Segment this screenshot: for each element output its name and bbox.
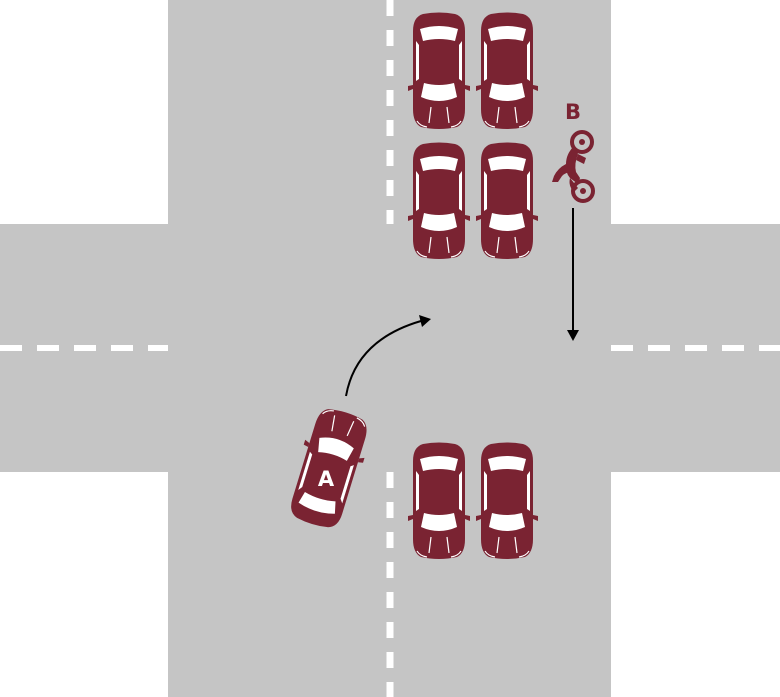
car-a-path-arrow bbox=[345, 315, 431, 397]
motorcycle-b: B bbox=[552, 100, 595, 203]
motorcycle-b-path-arrow bbox=[567, 208, 579, 341]
motorcycle-icon bbox=[552, 130, 595, 203]
parked-car bbox=[407, 441, 471, 560]
motorcycle-b-label: B bbox=[565, 100, 581, 124]
parked-car bbox=[407, 141, 471, 260]
parked-car bbox=[407, 11, 471, 130]
parked-car bbox=[475, 441, 539, 560]
parked-car bbox=[475, 11, 539, 130]
car-a-label: A bbox=[318, 467, 335, 491]
parked-car bbox=[475, 141, 539, 260]
